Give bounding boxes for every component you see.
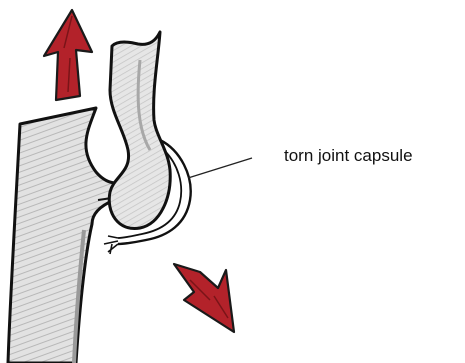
label-leader-line	[188, 158, 252, 178]
red-arrow-up-icon	[44, 10, 92, 100]
lower-bone	[8, 108, 124, 363]
red-arrow-down-right-icon	[174, 264, 234, 332]
annotation-label: torn joint capsule	[284, 146, 413, 166]
upper-bone	[109, 32, 170, 229]
